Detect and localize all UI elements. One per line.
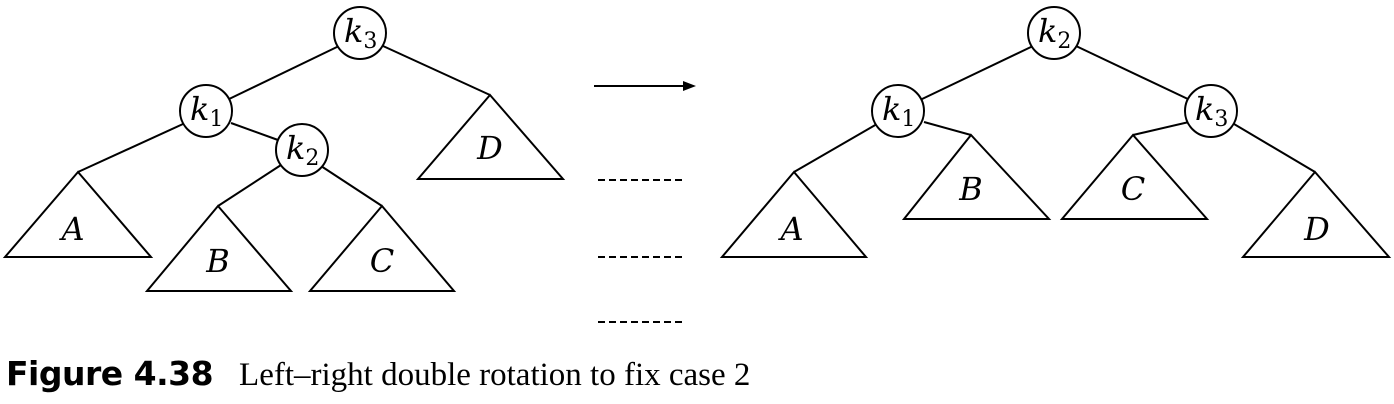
subtree-label-C-before: C xyxy=(370,242,394,280)
subtree-label-B-after: B xyxy=(958,170,983,208)
edge-k2-k3-after xyxy=(1075,45,1191,101)
subtree-triangle-A-after xyxy=(719,170,869,258)
subtree-label-D-after: D xyxy=(1303,210,1330,248)
transform-arrow xyxy=(594,81,696,91)
subtree-label-C-after: C xyxy=(1121,170,1145,208)
figure-caption: Figure 4.38 Left–right double rotation t… xyxy=(6,354,750,398)
after-tree xyxy=(719,6,1392,258)
node-k2-before xyxy=(275,123,329,177)
arrow-head-icon xyxy=(683,81,696,91)
edge-k3-C-after xyxy=(1132,121,1190,136)
edge-k1-A xyxy=(77,123,184,173)
node-k2-after xyxy=(1027,6,1081,60)
subtree-triangle-B xyxy=(144,204,294,292)
subtree-triangle-A xyxy=(2,170,154,258)
node-label-k1-before: k1 xyxy=(190,90,223,132)
edge-k1-A-after xyxy=(793,123,878,173)
edge-k3-D-after xyxy=(1233,123,1316,173)
before-tree xyxy=(2,6,566,292)
subtree-triangle-C xyxy=(307,204,457,292)
node-k1-before xyxy=(179,84,233,138)
subtree-triangle-D-after xyxy=(1240,170,1392,258)
edge-k3-k1 xyxy=(226,45,340,101)
subtree-triangle-C-after xyxy=(1059,133,1210,220)
figure-caption-text: Left–right double rotation to fix case 2 xyxy=(239,357,751,393)
subtree-label-B-before: B xyxy=(205,242,230,280)
node-label-k2-before: k2 xyxy=(286,129,319,171)
node-k1-after xyxy=(871,84,925,138)
node-label-k3-after: k3 xyxy=(1195,90,1228,132)
subtree-label-D-before: D xyxy=(476,129,503,167)
edge-k2-k1-after xyxy=(919,45,1034,101)
subtree-label-A-after: A xyxy=(777,210,803,248)
level-dashes xyxy=(598,179,686,323)
edge-k2-C xyxy=(320,165,383,207)
edge-k1-k2 xyxy=(230,122,279,141)
node-label-k3-before: k3 xyxy=(344,12,377,54)
node-label-k2-after: k2 xyxy=(1038,12,1071,54)
node-k3-after xyxy=(1184,84,1238,138)
node-k3-before xyxy=(333,6,387,60)
subtree-triangle-D xyxy=(415,93,566,180)
node-label-k1-after: k1 xyxy=(882,90,915,132)
edge-k1-B-after xyxy=(923,121,972,136)
edge-k3-D xyxy=(382,45,491,96)
edge-k2-B xyxy=(217,164,282,207)
figure-label: Figure 4.38 xyxy=(6,354,214,393)
subtree-label-A-before: A xyxy=(58,210,84,248)
subtree-triangle-B-after xyxy=(901,133,1052,220)
